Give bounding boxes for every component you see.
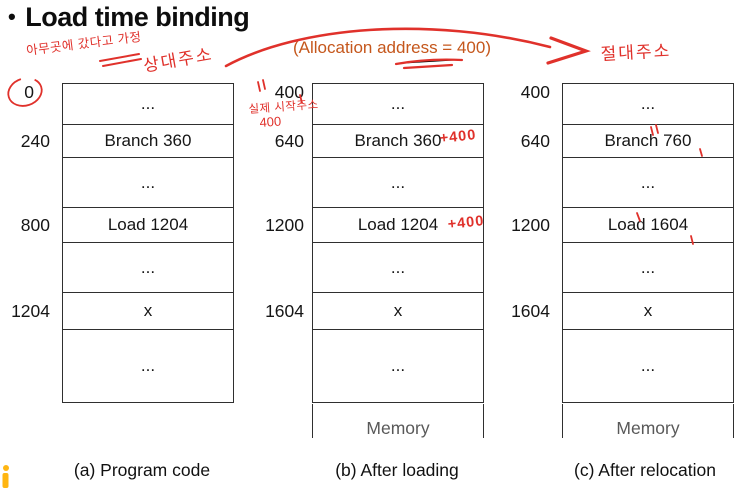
- memory-cell: ...: [313, 158, 483, 208]
- address-label: 1604: [511, 301, 550, 321]
- logo-mark-icon: [2, 465, 9, 488]
- memory-cell: x: [563, 293, 733, 330]
- memory-cell: Load 1204: [63, 208, 233, 243]
- memory-table-after-relocation: ... Branch 760 ... Load 1604 ... x ...: [562, 83, 734, 403]
- page-title: • Load time binding: [8, 2, 250, 33]
- address-label: 1204: [11, 301, 50, 321]
- memory-cell: ...: [563, 158, 733, 208]
- memory-label: Memory: [366, 418, 430, 438]
- memory-cell: ...: [313, 84, 483, 125]
- memory-cell: Branch 760: [563, 125, 733, 158]
- address-label: 1604: [265, 301, 304, 321]
- memory-cell: ...: [563, 243, 733, 293]
- memory-cell: x: [313, 293, 483, 330]
- memory-cell: ...: [63, 158, 233, 208]
- memory-cell: Load 1604: [563, 208, 733, 243]
- assumption-underline: [99, 53, 142, 67]
- memory-label: Memory: [616, 418, 680, 438]
- memory-cell: ...: [313, 243, 483, 293]
- memory-cell: ...: [140, 356, 156, 375]
- address-label: 240: [20, 131, 50, 151]
- address-label: 640: [274, 131, 304, 151]
- handwriting-actual-start-label: 실제 시작주소: [248, 99, 320, 116]
- address-label: 800: [20, 215, 50, 235]
- handwriting-relative-address: 상대주소: [141, 44, 215, 76]
- memory-cell: ...: [63, 243, 233, 293]
- address-label: 400: [274, 82, 304, 102]
- bullet-icon: •: [8, 4, 16, 29]
- memory-open-bottom: [312, 404, 484, 438]
- memory-cell: x: [63, 293, 233, 330]
- caption-after-relocation: (c) After relocation: [574, 460, 716, 480]
- address-label: 1200: [511, 215, 550, 235]
- caption-program-code: (a) Program code: [73, 460, 211, 480]
- address-label: 1200: [265, 215, 304, 235]
- memory-cell: ...: [640, 356, 656, 375]
- memory-cell: ...: [563, 84, 733, 125]
- memory-table-program-code: ... Branch 360 ... Load 1204 ... x ...: [62, 83, 234, 403]
- memory-cell: Load 1204: [313, 208, 483, 243]
- memory-cell: ...: [390, 356, 406, 375]
- address-label: 0: [24, 82, 34, 102]
- address-label: 640: [520, 131, 550, 151]
- memory-table-after-loading: ... Branch 360 ... Load 1204 ... x ...: [312, 83, 484, 403]
- handwriting-absolute-address: 절대주소: [600, 41, 672, 64]
- allocation-underline: [394, 58, 464, 70]
- memory-cell: ...: [63, 84, 233, 125]
- memory-cell: Branch 360: [313, 125, 483, 158]
- allocation-note: (Allocation address = 400): [293, 38, 491, 57]
- caption-after-loading: (b) After loading: [335, 460, 459, 480]
- address-label: 400: [520, 82, 550, 102]
- memory-cell: Branch 360: [63, 125, 233, 158]
- page-title-text: Load time binding: [25, 2, 250, 32]
- handwriting-actual-start-value: 400: [259, 113, 282, 130]
- memory-open-bottom: [562, 404, 734, 438]
